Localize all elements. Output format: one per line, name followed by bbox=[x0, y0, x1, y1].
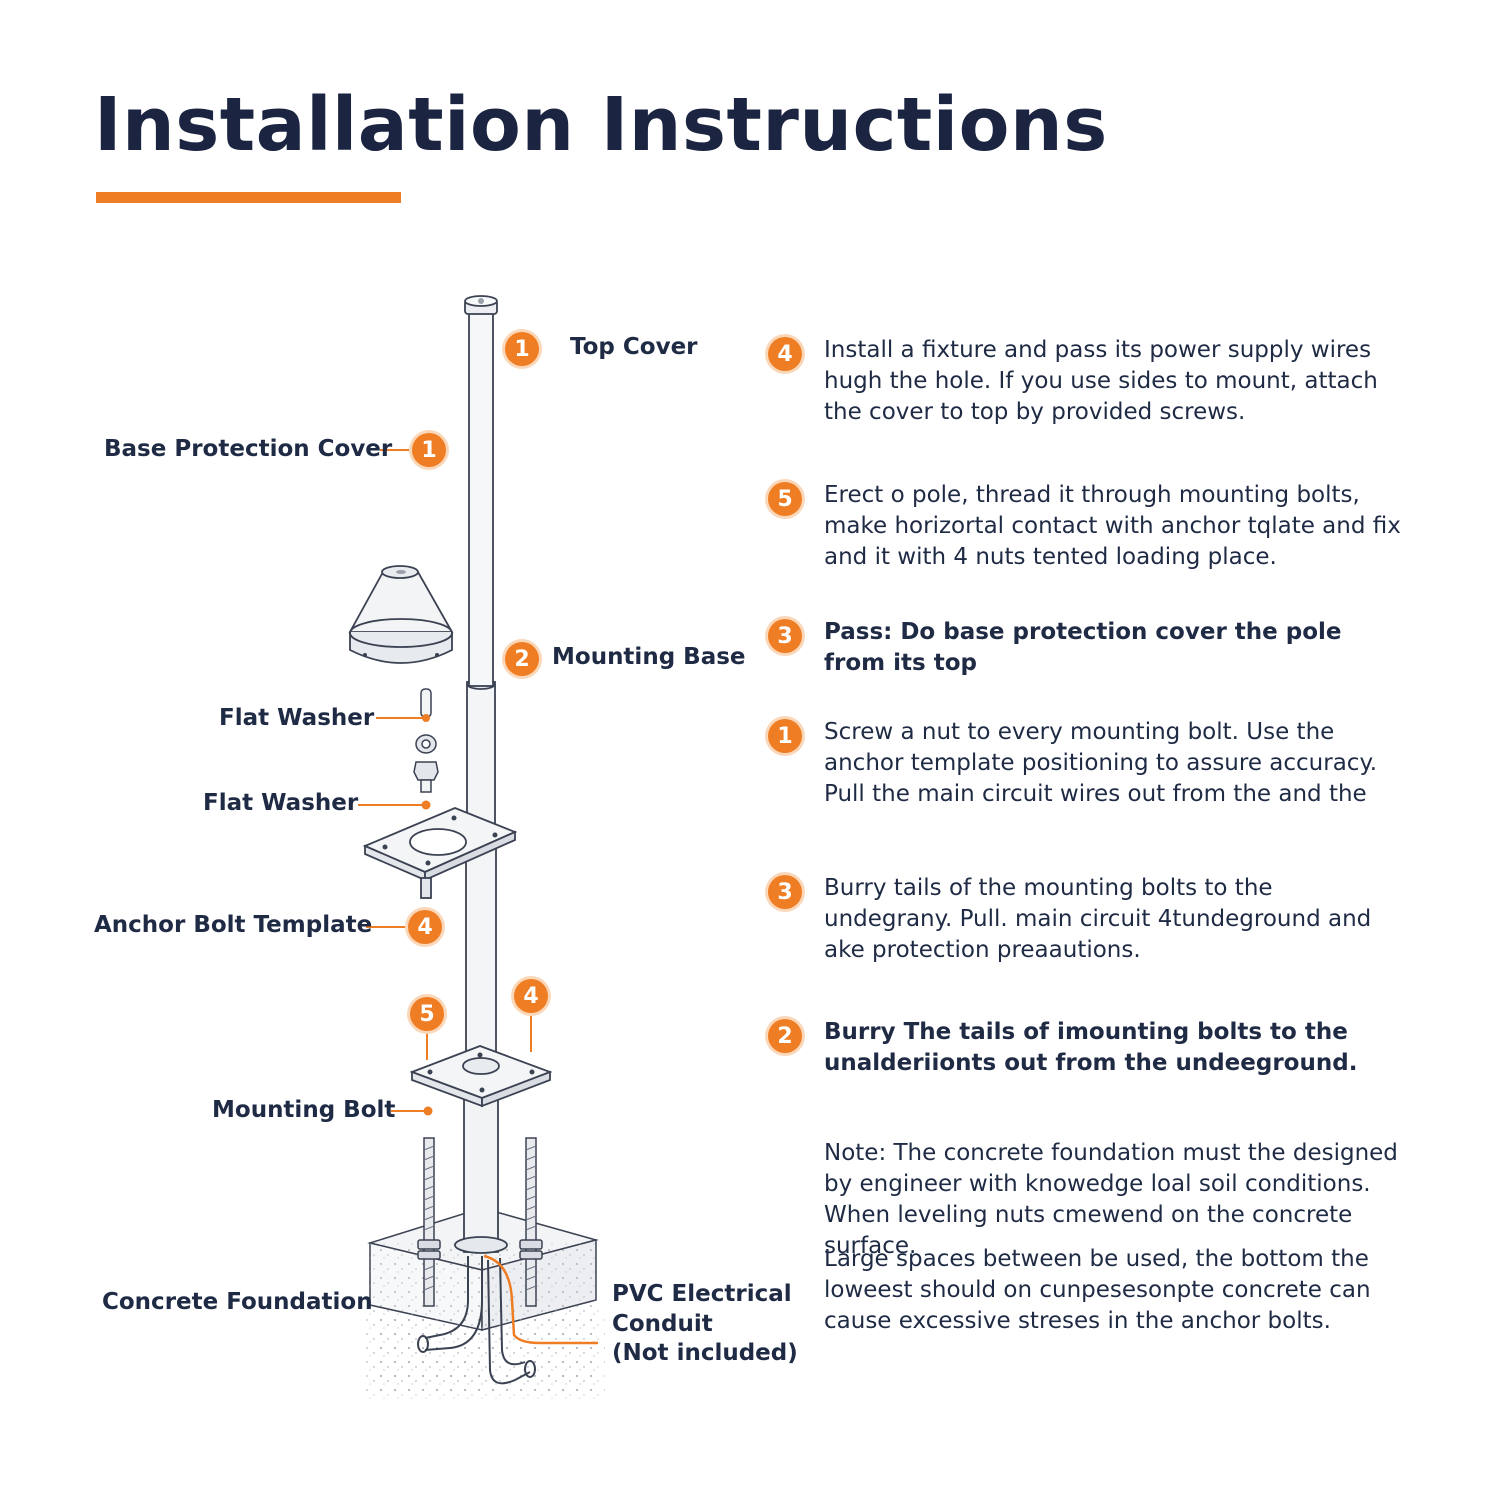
top-cover-label: Top Cover bbox=[570, 334, 698, 360]
pvc-conduit-pipes bbox=[417, 1256, 536, 1385]
step-text: Pass: Do base protection cover the pole … bbox=[824, 619, 1342, 676]
note-paragraph: Note: The concrete foundation must the d… bbox=[824, 1140, 1398, 1259]
step-number-badge: 3 bbox=[768, 619, 802, 653]
base-protection-cover-badge: 1 bbox=[412, 433, 446, 467]
step-text: Erect o pole, thread it through mounting… bbox=[824, 482, 1401, 570]
pvc-conduit-label-line3: (Not included) bbox=[612, 1340, 798, 1366]
plate-left-badge: 5 bbox=[410, 997, 444, 1031]
step-number-badge: 5 bbox=[768, 482, 802, 516]
step-text: Burry tails of the mounting bolts to the… bbox=[824, 875, 1372, 963]
mounting-base-badge: 2 bbox=[505, 642, 539, 676]
mounting-base-plate bbox=[409, 1045, 553, 1108]
step-text: Install a fixture and pass its power sup… bbox=[824, 337, 1378, 425]
flat-washer-label-upper: Flat Washer bbox=[219, 705, 375, 731]
base-protection-cover bbox=[348, 565, 454, 664]
anchor-bolt-template-plate bbox=[362, 807, 518, 899]
step-number-badge: 2 bbox=[768, 1019, 802, 1053]
note-paragraph: Large spaces between be used, the bottom… bbox=[824, 1246, 1371, 1334]
mounting-bolt-label: Mounting Bolt bbox=[212, 1097, 396, 1123]
pvc-conduit-label-line1: PVC Electrical bbox=[612, 1281, 792, 1307]
base-protection-cover-label: Base Protection Cover bbox=[104, 436, 393, 462]
page-title: Installation Instructions bbox=[94, 82, 1108, 168]
anchor-bolts bbox=[417, 1137, 543, 1307]
pole bbox=[454, 295, 508, 1254]
concrete-foundation-label: Concrete Foundation bbox=[102, 1289, 373, 1315]
mounting-base-label: Mounting Base bbox=[552, 644, 746, 670]
step-number-badge: 1 bbox=[768, 719, 802, 753]
plate-right-badge: 4 bbox=[514, 979, 548, 1013]
anchor-bolt-template-badge: 4 bbox=[408, 910, 442, 944]
step-number-badge: 3 bbox=[768, 875, 802, 909]
top-cover-badge: 1 bbox=[505, 332, 539, 366]
pvc-conduit-label-line2: Conduit bbox=[612, 1311, 713, 1337]
flat-washer-label-lower: Flat Washer bbox=[203, 790, 359, 816]
leader-lines bbox=[358, 449, 532, 1116]
anchor-bolt-template-label: Anchor Bolt Template bbox=[94, 912, 373, 938]
washer-and-nut-stack bbox=[413, 688, 439, 793]
conduit-orange-wire bbox=[483, 1254, 598, 1345]
step-text: Burry The tails of imounting bolts to th… bbox=[824, 1019, 1358, 1076]
title-underline bbox=[96, 192, 401, 203]
step-text: Screw a nut to every mounting bolt. Use … bbox=[824, 719, 1378, 807]
step-number-badge: 4 bbox=[768, 337, 802, 371]
